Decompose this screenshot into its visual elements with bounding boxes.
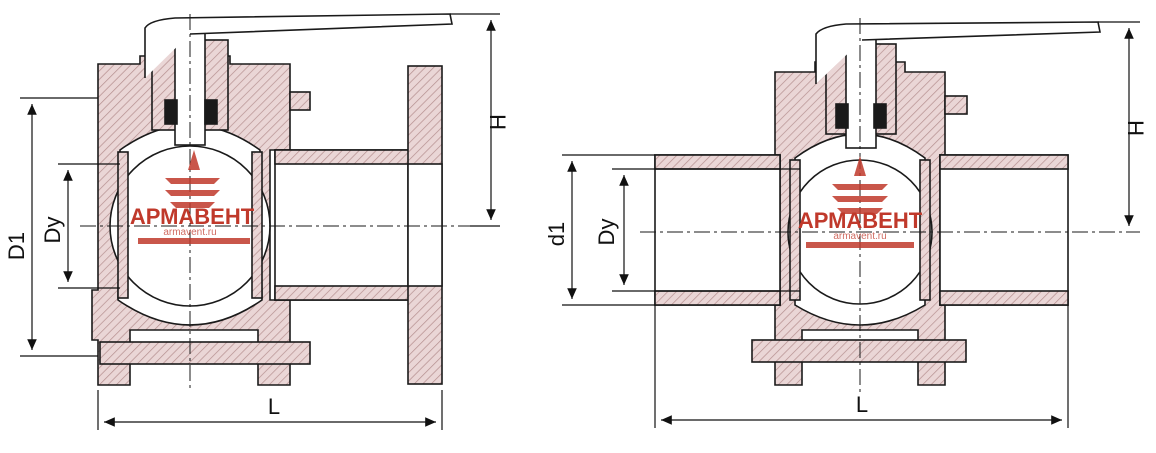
right-seat-a xyxy=(789,159,801,301)
left-seat-a xyxy=(117,151,129,299)
left-outlet-pipe xyxy=(274,149,411,301)
left-outlet-wall-top xyxy=(274,149,411,165)
left-stem-packing-a xyxy=(164,99,178,125)
right-logo-emblem xyxy=(832,156,888,214)
weld-end-valve-view xyxy=(640,18,1140,392)
right-brand-name: АРМАВЕНТ xyxy=(798,208,923,233)
left-dim-length: L xyxy=(268,394,280,419)
right-stem-packing-b xyxy=(873,103,887,129)
left-flange-bore xyxy=(407,163,443,287)
right-seat-b xyxy=(919,159,931,301)
right-dim-outer: d1 xyxy=(544,222,569,246)
left-dimensions xyxy=(20,13,500,430)
left-handle xyxy=(144,13,453,78)
left-dim-bore: Dy xyxy=(40,217,65,244)
left-top-bolt xyxy=(289,91,311,111)
left-brand-name: АРМАВЕНТ xyxy=(130,204,255,229)
right-watermark: АРМАВЕНТ armavent.ru xyxy=(798,156,923,248)
right-outlet-pipe xyxy=(939,154,1069,306)
flanged-valve-view xyxy=(80,13,470,392)
right-brand-url: armavent.ru xyxy=(833,231,886,242)
left-outlet-wall-bottom xyxy=(274,285,411,301)
right-stem-packing-a xyxy=(835,103,849,129)
right-inlet-wall-bottom xyxy=(654,290,781,306)
right-dim-bore: Dy xyxy=(594,219,619,246)
left-stem-packing-b xyxy=(204,99,218,125)
right-dim-length: L xyxy=(856,392,868,417)
right-outlet-wall-bottom xyxy=(939,290,1069,306)
left-logo-emblem xyxy=(165,150,220,208)
right-outlet-wall-top xyxy=(939,154,1069,170)
left-bottom-bolt xyxy=(99,341,311,365)
right-dimensions xyxy=(562,21,1140,428)
left-seat-b xyxy=(251,151,263,299)
left-brand-url: armavent.ru xyxy=(163,227,216,238)
right-handle xyxy=(815,21,1101,84)
right-dim-height: H xyxy=(1123,120,1148,136)
left-dim-outer: D1 xyxy=(4,232,29,260)
left-watermark: АРМАВЕНТ armavent.ru xyxy=(130,150,255,244)
right-bottom-bolt xyxy=(751,339,967,363)
right-top-bolt xyxy=(944,95,968,115)
right-inlet-pipe xyxy=(654,154,781,306)
right-inlet-wall-top xyxy=(654,154,781,170)
left-dim-height: H xyxy=(485,114,510,130)
